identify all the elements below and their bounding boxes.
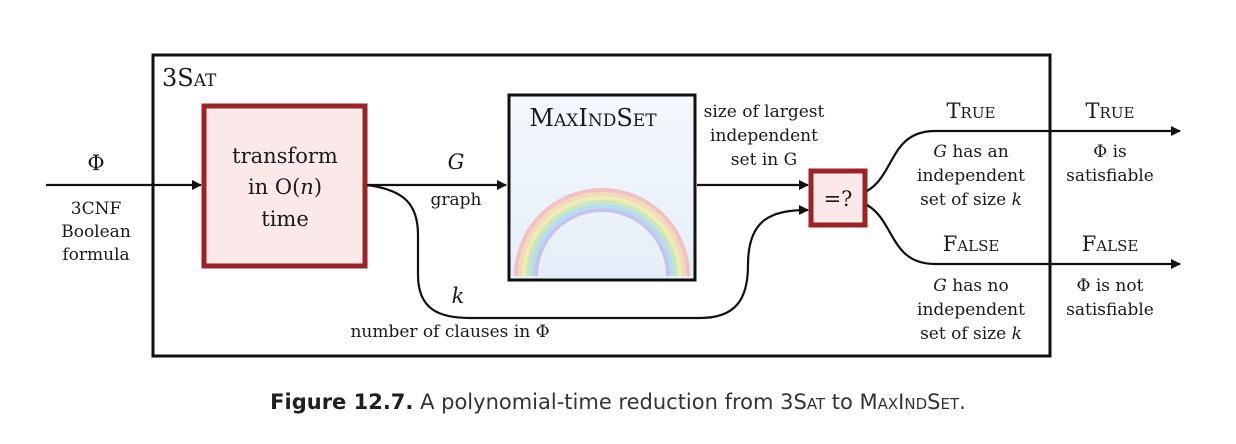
true-desc-line-2: independent: [917, 166, 1025, 186]
compare-label: =?: [824, 187, 853, 211]
outer-3sat-box: [151, 53, 1052, 358]
size-label-line-2: independent: [710, 126, 818, 146]
output-false-desc-line-1: Φ is not: [1077, 276, 1144, 296]
size-label-line-3: set in G: [731, 150, 797, 170]
output-false-desc-line-2: satisfiable: [1066, 300, 1154, 320]
figure-caption: Figure 12.7. A polynomial-time reduction…: [0, 390, 1236, 414]
transform-box: [201, 103, 368, 269]
caption-maxindset: MaxIndSet: [859, 390, 960, 414]
k-arrow: [366, 183, 809, 320]
input-desc-line-2: Boolean: [61, 222, 131, 242]
false-branch-arrow: [866, 204, 1181, 269]
output-true-desc-line-1: Φ is: [1093, 142, 1127, 162]
false-branch-label: False: [943, 232, 1000, 256]
true-branch-arrow: [866, 126, 1181, 192]
maxindset-title: MaxIndSet: [529, 104, 657, 132]
size-label-line-1: size of largest: [704, 102, 825, 122]
transform-line-3: time: [261, 207, 309, 231]
true-desc-line-3: set of size k: [920, 190, 1022, 210]
transform-line-1: transform: [232, 144, 338, 168]
false-desc-line-2: independent: [917, 300, 1025, 320]
input-desc-line-3: formula: [62, 245, 129, 265]
true-desc-line-1: G has an: [933, 142, 1008, 162]
caption-text-after: .: [959, 390, 966, 414]
k-var: k: [452, 284, 465, 308]
caption-text-before: A polynomial-time reduction from: [413, 390, 781, 414]
input-desc-line-1: 3CNF: [71, 199, 122, 219]
rainbow-icon: [514, 188, 690, 277]
false-desc-line-3: set of size k: [920, 324, 1022, 344]
outer-box-label: 3Sat: [162, 64, 217, 92]
graph-var: G: [448, 150, 465, 174]
input-symbol: Φ: [87, 151, 104, 175]
false-desc-line-1: G has no: [933, 276, 1008, 296]
output-false-label: False: [1082, 232, 1139, 256]
compare-box: [808, 168, 868, 228]
caption-text-mid: to: [825, 390, 860, 414]
output-true-desc-line-2: satisfiable: [1066, 166, 1154, 186]
graph-label: graph: [431, 190, 482, 210]
k-label: number of clauses in Φ: [350, 322, 549, 342]
caption-3sat: 3Sat: [780, 390, 826, 414]
output-true-label: True: [1086, 99, 1135, 123]
transform-line-2: in O(n): [248, 175, 322, 199]
true-branch-label: True: [947, 99, 996, 123]
caption-label: Figure 12.7.: [270, 390, 414, 414]
